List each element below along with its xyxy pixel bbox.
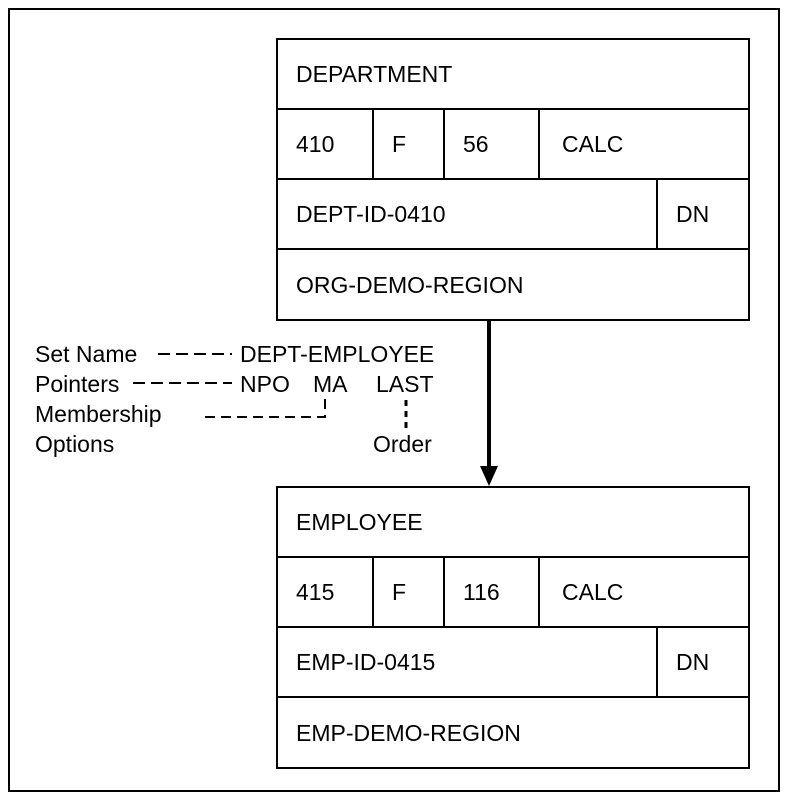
owner-record-box: DEPARTMENT 410 F 56 CALC DEPT-ID-0410 DN…	[276, 38, 750, 321]
member-duplicates-option: DN	[676, 648, 710, 675]
owner-location-mode: CALC	[562, 130, 624, 157]
options-label: Options	[35, 431, 115, 457]
set-name-value: DEPT-EMPLOYEE	[240, 341, 435, 367]
owner-area-name: ORG-DEMO-REGION	[296, 271, 524, 298]
owner-record-name: DEPARTMENT	[296, 60, 453, 87]
set-name-label: Set Name	[35, 341, 138, 367]
owner-area-row: ORG-DEMO-REGION	[278, 250, 748, 320]
membership-label: Membership	[35, 401, 162, 427]
member-record-box: EMPLOYEE 415 F 116 CALC EMP-ID-0415 DN E…	[276, 486, 750, 769]
member-area-row: EMP-DEMO-REGION	[278, 698, 748, 768]
member-record-name: EMPLOYEE	[296, 508, 423, 535]
member-calc-row: EMP-ID-0415 DN	[278, 628, 748, 698]
member-area-name: EMP-DEMO-REGION	[296, 719, 521, 746]
owner-duplicates-option: DN	[676, 200, 710, 227]
owner-length-type: F	[374, 110, 445, 178]
set-arrowhead	[480, 466, 498, 486]
membership-value: MA	[313, 371, 348, 397]
membership-leader	[205, 398, 326, 418]
owner-calc-row: DEPT-ID-0410 DN	[278, 180, 748, 250]
member-record-length: 116	[445, 558, 540, 626]
owner-record-length: 56	[445, 110, 540, 178]
member-length-type: F	[374, 558, 445, 626]
owner-record-id: 410	[278, 110, 374, 178]
owner-calc-key: DEPT-ID-0410	[278, 180, 658, 248]
owner-name-row: DEPARTMENT	[278, 40, 748, 110]
member-calc-key: EMP-ID-0415	[278, 628, 658, 696]
pointers-label: Pointers	[35, 371, 120, 397]
owner-attributes-row: 410 F 56 CALC	[278, 110, 748, 180]
diagram-frame	[8, 8, 780, 792]
member-record-id: 415	[278, 558, 374, 626]
order-label: Order	[373, 431, 432, 457]
pointers-value: NPO	[240, 371, 290, 397]
member-name-row: EMPLOYEE	[278, 488, 748, 558]
member-attributes-row: 415 F 116 CALC	[278, 558, 748, 628]
member-location-mode: CALC	[562, 578, 624, 605]
order-value: LAST	[376, 371, 434, 397]
